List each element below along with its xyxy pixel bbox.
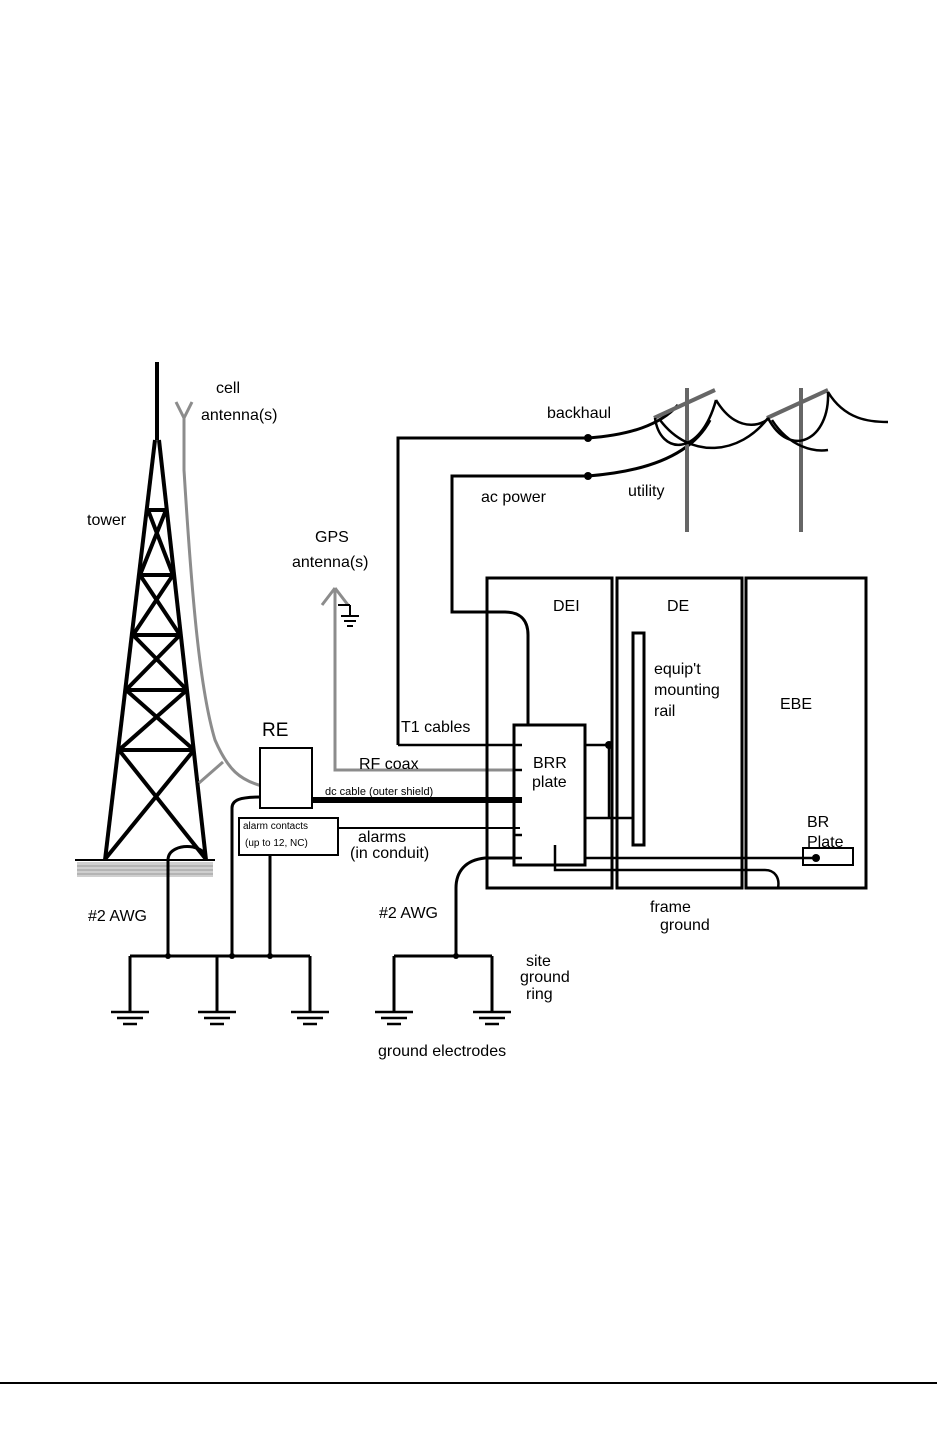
label-alarms: alarms [358, 829, 406, 846]
brr-plate [514, 725, 585, 865]
utility-poles [654, 388, 828, 532]
site-ground-system [394, 858, 514, 1012]
label-cell: cell [216, 380, 240, 397]
gps-ground-symbol [338, 605, 359, 626]
cell-antenna-feed [176, 402, 262, 786]
label-dc-cable: dc cable (outer shield) [325, 786, 433, 798]
label-de: DE [667, 598, 689, 615]
label-alarm-contacts: alarm contacts [243, 821, 308, 832]
re-box [260, 748, 312, 808]
ac-power-splice [584, 472, 592, 480]
label-gps: GPS [315, 529, 349, 546]
site-ground-junction [453, 953, 459, 959]
left-ground-junction-3 [267, 953, 273, 959]
equipment-mounting-rail [633, 633, 644, 845]
label-site: site [526, 953, 551, 970]
label-awg-left: #2 AWG [88, 908, 147, 925]
ac-power-line [452, 420, 710, 725]
label-frame-ground: ground [660, 917, 710, 934]
backhaul-splice [584, 434, 592, 442]
label-utility: utility [628, 483, 664, 500]
label-awg-right: #2 AWG [379, 905, 438, 922]
label-cell-antennas: antenna(s) [201, 407, 278, 424]
label-gps-antennas: antenna(s) [292, 554, 369, 571]
label-site-ring: ring [526, 986, 553, 1003]
label-site-ground: ground [520, 969, 570, 986]
label-brr: BRR [533, 755, 567, 772]
tower [105, 362, 206, 860]
label-ebe: EBE [780, 696, 812, 713]
label-plate: plate [532, 774, 567, 791]
label-backhaul: backhaul [547, 405, 611, 422]
label-mounting: mounting [654, 682, 720, 699]
label-in-conduit: (in conduit) [350, 845, 429, 862]
label-rf-coax: RF coax [359, 756, 419, 773]
label-t1-cables: T1 cables [401, 719, 470, 736]
page-footer-rule [0, 1382, 937, 1384]
label-br: BR [807, 814, 829, 831]
label-alarm-contacts-detail: (up to 12, NC) [245, 838, 308, 849]
ground-electrode-symbols-right [375, 1012, 511, 1024]
label-tower: tower [87, 512, 127, 529]
brr-plate-bonds [555, 745, 818, 888]
label-re: RE [262, 720, 288, 741]
ground-electrode-symbols-left [111, 1012, 329, 1024]
ground-surface [75, 860, 215, 877]
label-ground-electrodes: ground electrodes [378, 1043, 506, 1060]
label-dei: DEI [553, 598, 580, 615]
label-br-plate: Plate [807, 834, 844, 851]
label-rail: rail [654, 703, 675, 720]
label-frame: frame [650, 899, 691, 916]
label-ac-power: ac power [481, 489, 547, 506]
br-plate-bond-point [812, 854, 820, 862]
left-ground-junction-1 [165, 953, 171, 959]
brr-bond-point [605, 741, 613, 749]
left-ground-junction-2 [229, 953, 235, 959]
label-equip: equip't [654, 661, 701, 678]
